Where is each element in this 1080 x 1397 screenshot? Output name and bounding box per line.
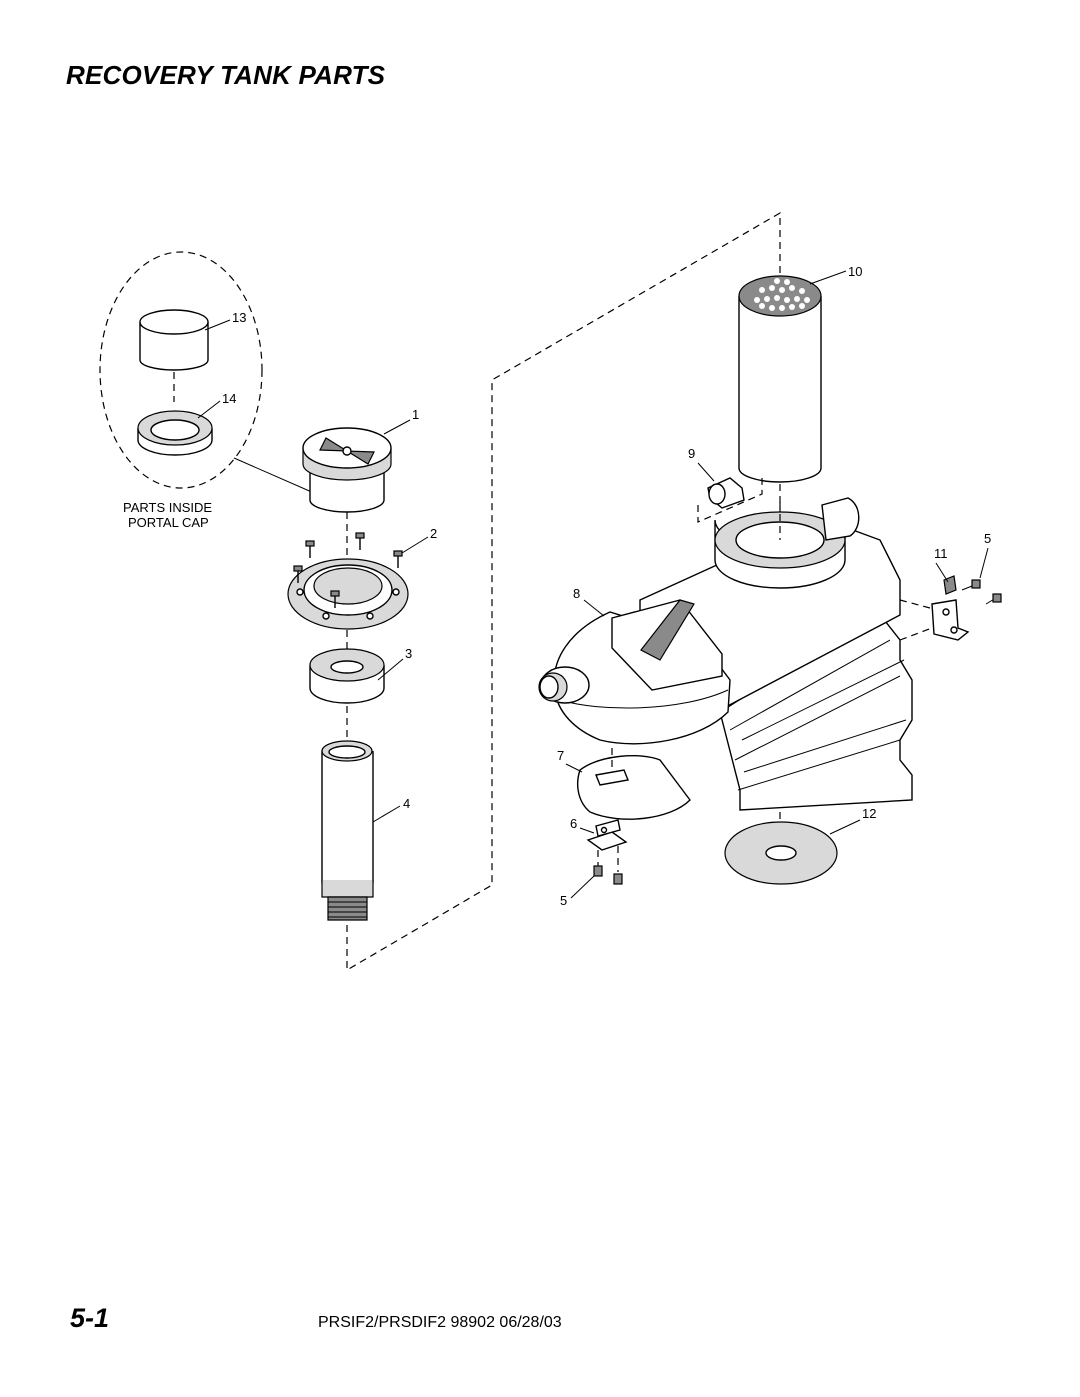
part-1-portal-cap: [302, 427, 392, 513]
part-2-mounting-flange: [287, 532, 409, 630]
callout-8: 8: [573, 586, 580, 601]
part-11-bracket: [899, 575, 1002, 641]
callout-5a: 5: [560, 893, 567, 908]
part-4-standpipe: [321, 740, 374, 921]
callout-11: 11: [934, 546, 948, 561]
part-10-filter-screen: [738, 275, 822, 483]
part-6-clip: [586, 819, 628, 885]
callout-1: 1: [412, 407, 419, 422]
callout-10: 10: [848, 264, 862, 279]
part-8-recovery-tank: [538, 497, 913, 811]
callout-5b: 5: [984, 531, 991, 546]
part-13-cap: [139, 309, 209, 371]
inset-label-line1: PARTS INSIDE: [123, 500, 212, 515]
callout-12: 12: [862, 806, 876, 821]
callout-13: 13: [232, 310, 246, 325]
part-14-seal-ring: [137, 410, 213, 456]
portal-cap-inset: 13 14 PARTS INSIDE PORTAL CAP: [99, 251, 315, 530]
callout-2: 2: [430, 526, 437, 541]
callout-7: 7: [557, 748, 564, 763]
part-12-bottom-washer: [724, 821, 838, 885]
document-reference: PRSIF2/PRSDIF2 98902 06/28/03: [318, 1314, 562, 1331]
callout-4: 4: [403, 796, 410, 811]
page-title: RECOVERY TANK PARTS: [66, 60, 386, 90]
part-7-gasket-plate: [577, 755, 691, 820]
callout-3: 3: [405, 646, 412, 661]
part-9-float: [707, 477, 745, 509]
inset-label-line2: PORTAL CAP: [128, 515, 209, 530]
callout-9: 9: [688, 446, 695, 461]
callout-14: 14: [222, 391, 236, 406]
part-3-ring: [309, 648, 385, 704]
callout-6: 6: [570, 816, 577, 831]
page-number: 5-1: [70, 1303, 110, 1333]
